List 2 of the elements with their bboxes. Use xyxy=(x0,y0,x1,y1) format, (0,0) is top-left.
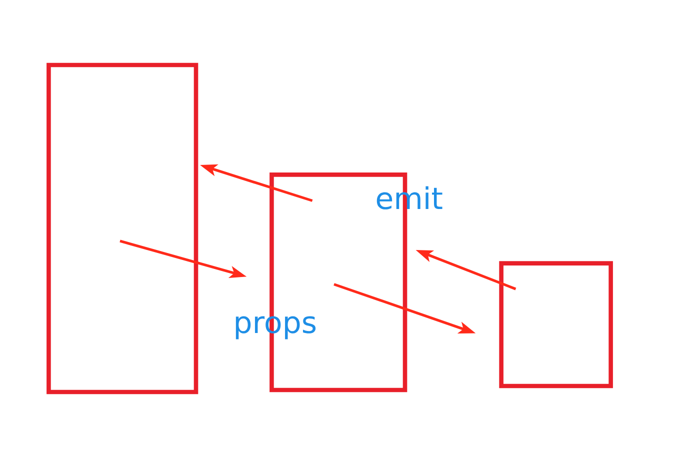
rectangle xyxy=(46,62,198,394)
rectangle xyxy=(499,261,613,388)
